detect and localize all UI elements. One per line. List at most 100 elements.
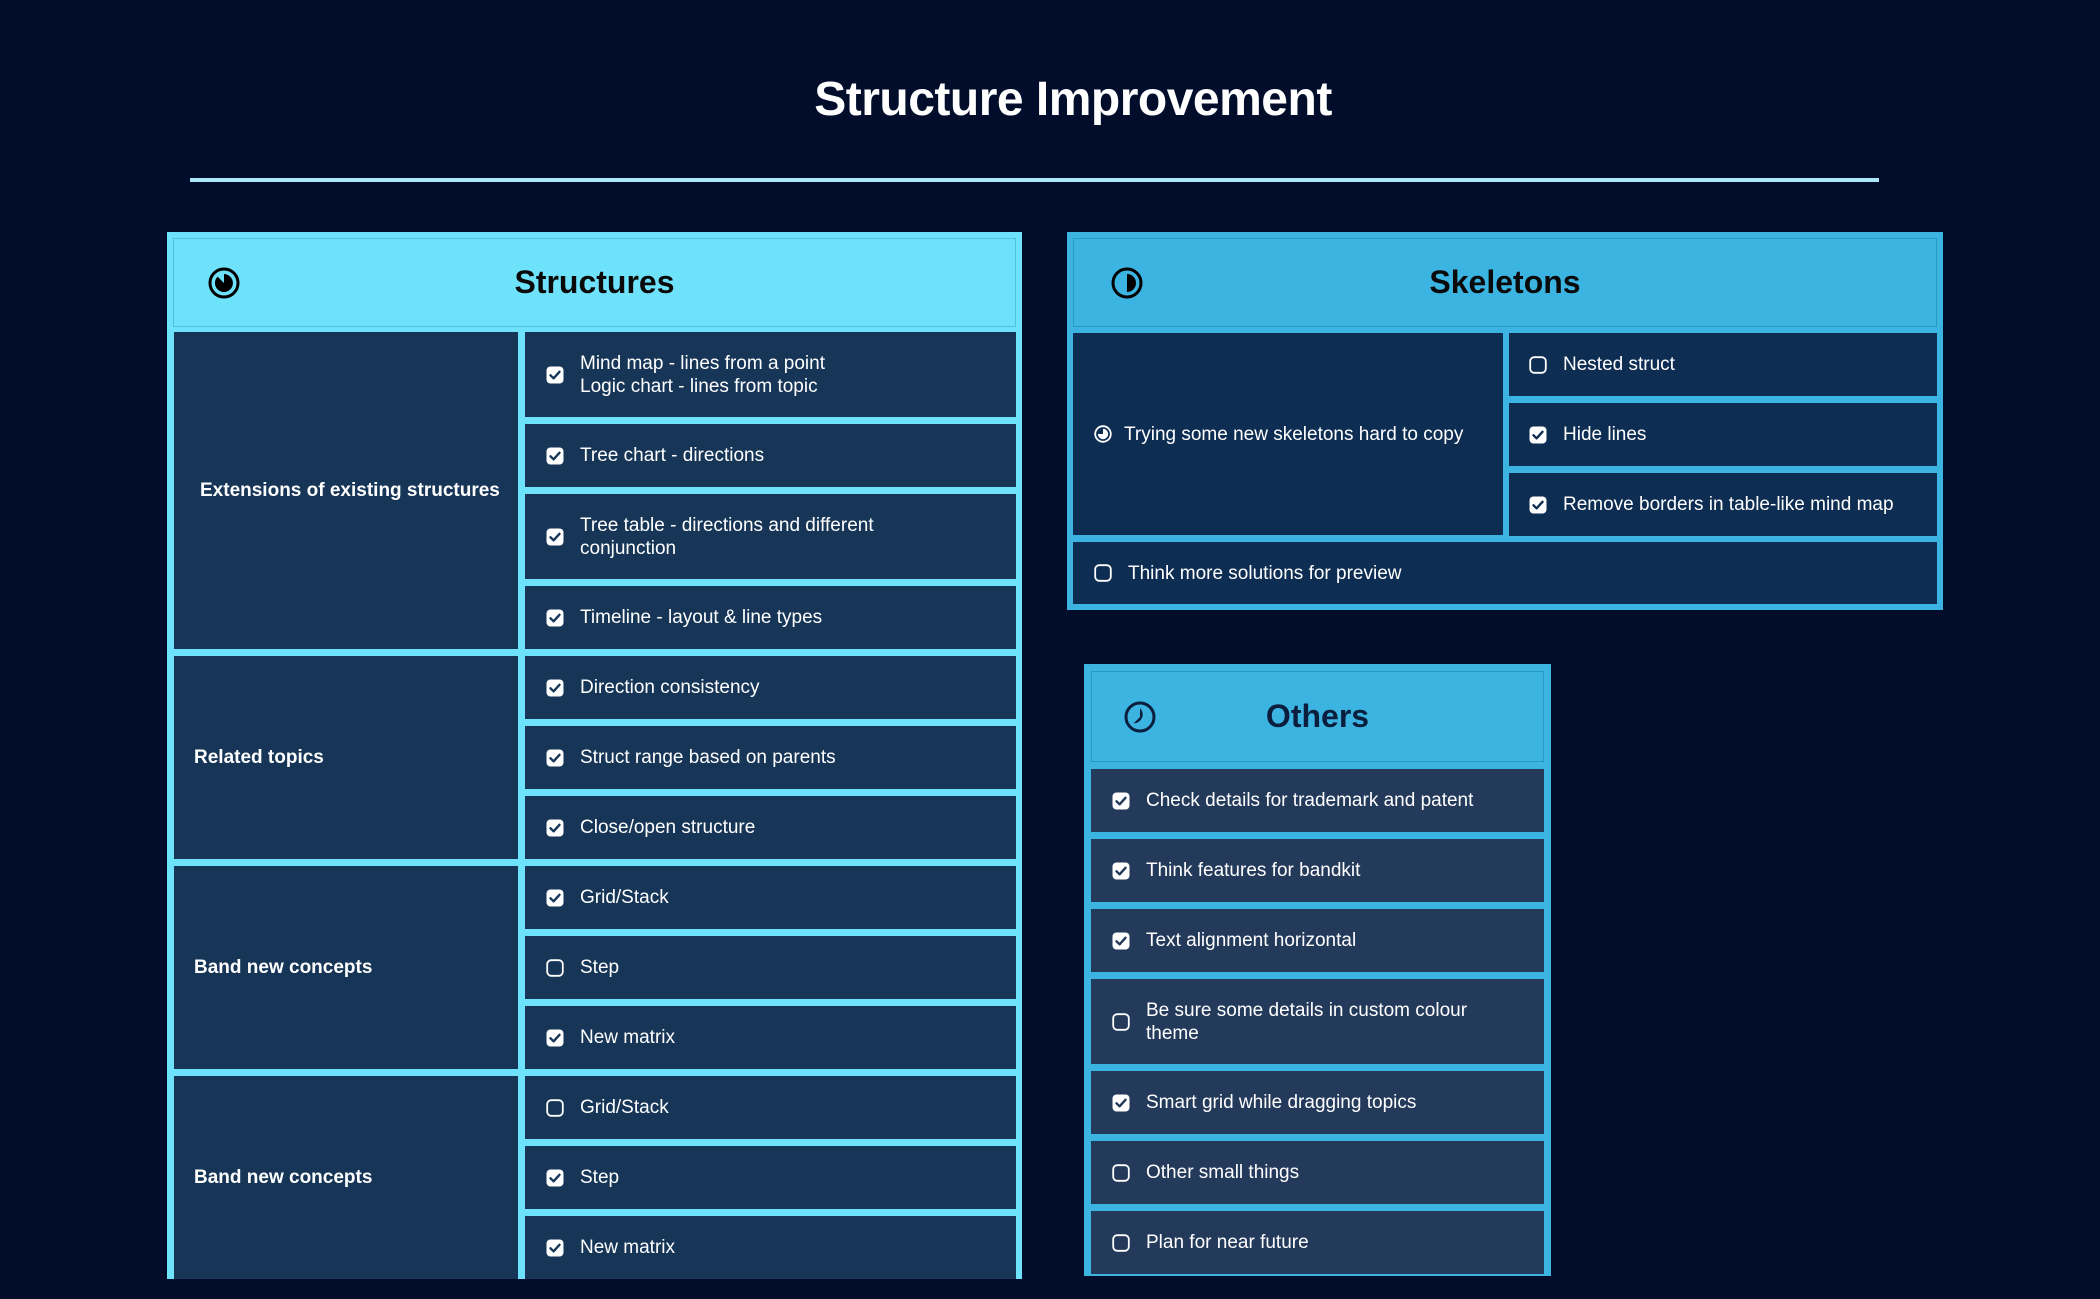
structures-group-label: Band new concepts xyxy=(174,866,518,1069)
skeletons-panel: Skeletons Trying some new skeletons hard… xyxy=(1067,232,1943,610)
checkbox-unchecked-icon[interactable] xyxy=(546,1098,564,1117)
others-item[interactable]: Text alignment horizontal xyxy=(1091,909,1544,972)
task-text: Smart grid while dragging topics xyxy=(1146,1091,1416,1114)
structures-group-label: Band new concepts xyxy=(174,1076,518,1279)
checkbox-checked-icon[interactable] xyxy=(546,366,564,384)
structures-item[interactable]: New matrix xyxy=(525,1006,1016,1069)
title-divider xyxy=(190,178,1879,182)
skeletons-item[interactable]: Hide lines xyxy=(1509,403,1937,466)
checkbox-checked-icon[interactable] xyxy=(1112,862,1130,880)
skeletons-group-label: Trying some new skeletons hard to copy xyxy=(1073,333,1503,535)
structures-item[interactable]: Grid/Stack xyxy=(525,1076,1016,1139)
structures-item[interactable]: Step xyxy=(525,1146,1016,1209)
text-line: Nested struct xyxy=(1563,354,1675,375)
text-line: Trying some new skeletons hard to copy xyxy=(1124,423,1464,445)
task-text: New matrix xyxy=(580,1236,675,1259)
checkbox-checked-icon[interactable] xyxy=(546,1029,564,1047)
task-text: Step xyxy=(580,1166,619,1189)
checkbox-checked-icon[interactable] xyxy=(546,679,564,697)
checkbox-checked-icon[interactable] xyxy=(546,889,564,907)
task-text: Think more solutions for preview xyxy=(1128,562,1402,585)
structures-title: Structures xyxy=(514,264,675,300)
skeletons-item[interactable]: Remove borders in table-like mind map xyxy=(1509,473,1937,536)
checkbox-unchecked-icon[interactable] xyxy=(1094,564,1112,582)
task-text: New matrix xyxy=(580,1026,675,1049)
text-line: Extensions of existing structures xyxy=(200,480,500,501)
text-line: Step xyxy=(580,1167,620,1188)
text-line: Band new concepts xyxy=(194,957,373,978)
task-text: Struct range based on parents xyxy=(580,746,836,769)
others-item[interactable]: Plan for near future xyxy=(1091,1211,1544,1274)
text-line: Mind map - lines from a point xyxy=(580,352,825,374)
checkbox-checked-icon[interactable] xyxy=(546,1239,564,1257)
text-line: Tree table - directions and different xyxy=(580,514,874,536)
structures-item[interactable]: Step xyxy=(525,936,1016,999)
checkbox-checked-icon[interactable] xyxy=(546,528,564,546)
task-text: Remove borders in table-like mind map xyxy=(1563,493,1894,516)
checkbox-checked-icon[interactable] xyxy=(1529,426,1547,444)
text-line: Other small things xyxy=(1146,1162,1300,1183)
task-text: Check details for trademark and patent xyxy=(1146,789,1473,812)
checkbox-unchecked-icon[interactable] xyxy=(1112,1163,1130,1182)
checkbox-checked-icon[interactable] xyxy=(1112,792,1130,810)
skeletons-item[interactable]: Nested struct xyxy=(1509,333,1937,396)
others-item[interactable]: Smart grid while dragging topics xyxy=(1091,1071,1544,1134)
text-line: Struct range based on parents xyxy=(580,747,836,768)
task-text: Direction consistency xyxy=(580,676,760,699)
text-line: Logic chart - lines from topic xyxy=(580,375,818,397)
task-text: Other small things xyxy=(1146,1161,1299,1184)
group-label-text: Extensions of existing structures xyxy=(200,479,500,502)
progress-pie-icon xyxy=(208,267,240,298)
others-item[interactable]: Check details for trademark and patent xyxy=(1091,769,1544,832)
checkbox-checked-icon[interactable] xyxy=(1529,496,1547,514)
structures-item[interactable]: New matrix xyxy=(525,1216,1016,1279)
structures-item[interactable]: Direction consistency xyxy=(525,656,1016,719)
progress-pie-icon xyxy=(1094,425,1112,443)
others-item[interactable]: Think features for bandkit xyxy=(1091,839,1544,902)
checkbox-checked-icon[interactable] xyxy=(546,819,564,837)
checkbox-unchecked-icon[interactable] xyxy=(1529,355,1547,374)
checkbox-checked-icon[interactable] xyxy=(1112,932,1130,950)
text-line: Step xyxy=(580,957,620,978)
text-line: Plan for near future xyxy=(1146,1232,1309,1253)
others-title: Others xyxy=(1265,698,1370,734)
task-text: Nested struct xyxy=(1563,353,1675,376)
checkbox-unchecked-icon[interactable] xyxy=(546,958,564,977)
task-text: Tree chart - directions xyxy=(580,444,764,467)
progress-pie-icon xyxy=(1111,267,1143,298)
checkbox-checked-icon[interactable] xyxy=(546,749,564,767)
others-item[interactable]: Other small things xyxy=(1091,1141,1544,1204)
group-label-text: Band new concepts xyxy=(194,1166,372,1189)
checkbox-checked-icon[interactable] xyxy=(546,609,564,627)
text-line: New matrix xyxy=(580,1237,676,1258)
task-text: Think features for bandkit xyxy=(1146,859,1360,882)
checkbox-checked-icon[interactable] xyxy=(546,1169,564,1187)
skeletons-item[interactable]: Think more solutions for preview xyxy=(1073,542,1937,604)
checkbox-checked-icon[interactable] xyxy=(546,447,564,465)
checkbox-unchecked-icon[interactable] xyxy=(1112,1012,1130,1031)
structures-item[interactable]: Timeline - layout & line types xyxy=(525,586,1016,649)
others-panel: Others Check details for trademark and p… xyxy=(1084,664,1551,1276)
text-line: Tree chart - directions xyxy=(580,445,765,466)
text-line: theme xyxy=(1146,1022,1199,1044)
structures-item[interactable]: Tree chart - directions xyxy=(525,424,1016,487)
text-line: Check details for trademark and patent xyxy=(1146,790,1474,811)
structures-item[interactable]: Struct range based on parents xyxy=(525,726,1016,789)
task-text: Close/open structure xyxy=(580,816,755,839)
text-line: Band new concepts xyxy=(194,1167,373,1188)
structures-group-label: Related topics xyxy=(174,656,518,859)
text-line: Direction consistency xyxy=(580,677,760,698)
checkbox-unchecked-icon[interactable] xyxy=(1112,1233,1130,1252)
structures-header: Structures xyxy=(173,238,1016,327)
group-label-text: Related topics xyxy=(194,746,324,769)
checkbox-checked-icon[interactable] xyxy=(1112,1094,1130,1112)
structures-item[interactable]: Close/open structure xyxy=(525,796,1016,859)
structures-item[interactable]: Grid/Stack xyxy=(525,866,1016,929)
others-header: Others xyxy=(1091,671,1544,762)
text-line: Think features for bandkit xyxy=(1146,860,1361,881)
